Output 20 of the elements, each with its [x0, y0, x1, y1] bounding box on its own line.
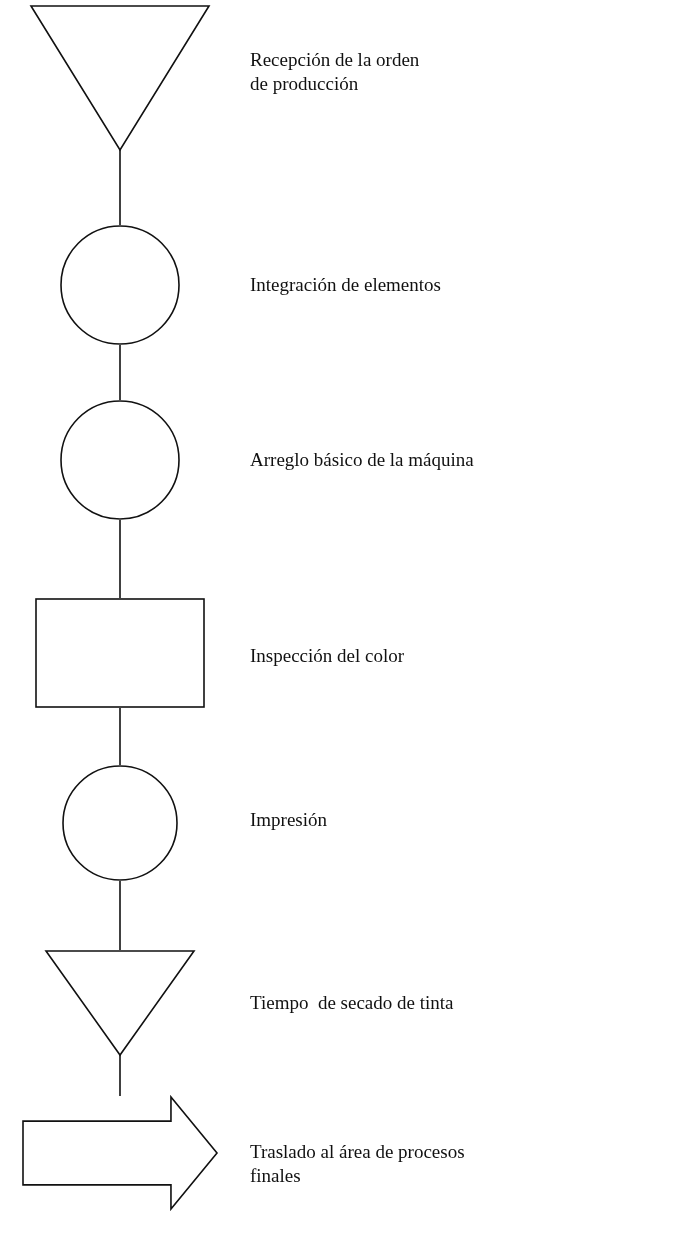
- step-label: Inspección del color: [250, 644, 406, 668]
- step-label: Recepción de la orden de producción: [250, 48, 421, 96]
- connector-line: [119, 707, 121, 766]
- connector-line: [119, 1054, 121, 1097]
- circle-symbol: [62, 765, 178, 881]
- step-label: Arreglo básico de la máquina: [250, 448, 475, 472]
- block-arrow-symbol: [22, 1096, 218, 1210]
- connector-line: [119, 149, 121, 226]
- step-label: Impresión: [250, 808, 329, 832]
- step-label: Traslado al área de procesos finales: [250, 1140, 466, 1188]
- connector-line: [119, 344, 121, 401]
- connector-line: [119, 519, 121, 599]
- circle-symbol: [60, 400, 180, 520]
- rectangle-symbol: [35, 598, 205, 708]
- step-label: Integración de elementos: [250, 273, 442, 297]
- step-label: Tiempo de secado de tinta: [250, 991, 455, 1015]
- circle-symbol: [60, 225, 180, 345]
- connector-line: [119, 880, 121, 951]
- triangle-symbol: [30, 5, 210, 150]
- triangle-symbol: [45, 950, 195, 1055]
